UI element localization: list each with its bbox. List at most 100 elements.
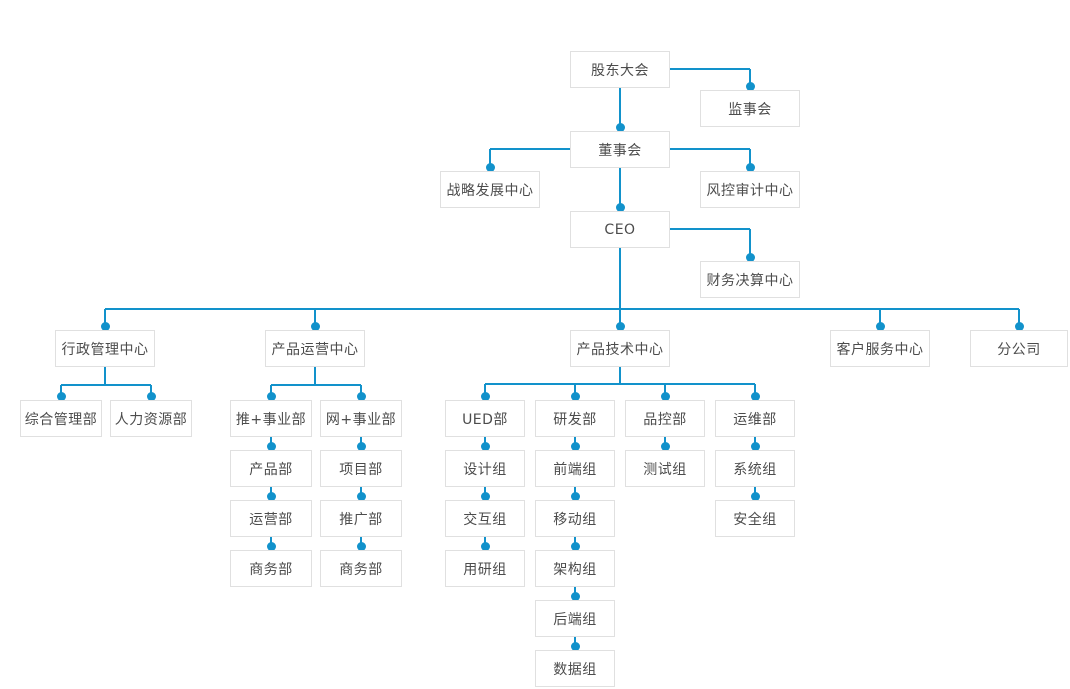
org-node-board[interactable]: 董事会 <box>570 131 670 168</box>
connector-line <box>574 384 576 396</box>
org-node-label: 战略发展中心 <box>446 182 534 199</box>
connector-line <box>485 383 755 385</box>
connector-endpoint-dot <box>100 321 110 331</box>
connector-endpoint-dot <box>745 81 755 91</box>
org-node-label: 品控部 <box>643 411 687 428</box>
org-node-label: 产品部 <box>249 461 293 478</box>
org-node-label: 架构组 <box>553 561 597 578</box>
connector-endpoint-dot <box>570 491 580 501</box>
connector-endpoint-dot <box>875 321 885 331</box>
org-node-label: 后端组 <box>553 611 597 628</box>
connector-endpoint-dot <box>480 491 490 501</box>
org-node-qc-dept[interactable]: 品控部 <box>625 400 705 437</box>
connector-line <box>61 384 151 386</box>
org-node-architecture-group[interactable]: 架构组 <box>535 550 615 587</box>
connector-endpoint-dot <box>356 491 366 501</box>
connector-endpoint-dot <box>266 391 276 401</box>
connector-endpoint-dot <box>745 252 755 262</box>
connector-line <box>104 309 106 326</box>
org-node-label: 设计组 <box>463 461 507 478</box>
org-node-label: 交互组 <box>463 511 507 528</box>
connector-endpoint-dot <box>660 441 670 451</box>
org-node-design-group[interactable]: 设计组 <box>445 450 525 487</box>
connector-endpoint-dot <box>266 491 276 501</box>
org-node-label: 人力资源部 <box>114 411 188 428</box>
org-node-strategy[interactable]: 战略发展中心 <box>440 171 540 208</box>
org-node-shareholders[interactable]: 股东大会 <box>570 51 670 88</box>
org-node-label: 运维部 <box>733 411 777 428</box>
org-node-frontend-group[interactable]: 前端组 <box>535 450 615 487</box>
org-node-wang-dept[interactable]: 网+事业部 <box>320 400 402 437</box>
connector-line <box>754 384 756 396</box>
org-node-om-dept[interactable]: 运维部 <box>715 400 795 437</box>
org-node-ued-dept[interactable]: UED部 <box>445 400 525 437</box>
org-node-hr-dept[interactable]: 人力资源部 <box>110 400 192 437</box>
connector-endpoint-dot <box>750 441 760 451</box>
org-node-backend-group[interactable]: 后端组 <box>535 600 615 637</box>
connector-endpoint-dot <box>1014 321 1024 331</box>
org-node-label: 董事会 <box>598 142 642 159</box>
connector-endpoint-dot <box>266 441 276 451</box>
org-node-label: 运营部 <box>249 511 293 528</box>
org-node-label: 测试组 <box>643 461 687 478</box>
org-node-business-dept-1[interactable]: 商务部 <box>230 550 312 587</box>
org-node-project-dept[interactable]: 项目部 <box>320 450 402 487</box>
org-node-testing-group[interactable]: 测试组 <box>625 450 705 487</box>
org-node-mobile-group[interactable]: 移动组 <box>535 500 615 537</box>
org-node-general-dept[interactable]: 综合管理部 <box>20 400 102 437</box>
connector-line <box>271 384 361 386</box>
org-node-label: 移动组 <box>553 511 597 528</box>
connector-endpoint-dot <box>615 122 625 132</box>
org-node-product-dept[interactable]: 产品部 <box>230 450 312 487</box>
org-node-label: 项目部 <box>339 461 383 478</box>
connector-line <box>664 384 666 396</box>
org-node-risk-audit[interactable]: 风控审计中心 <box>700 171 800 208</box>
connector-endpoint-dot <box>750 491 760 501</box>
org-node-label: 数据组 <box>553 661 597 678</box>
org-node-admin-center[interactable]: 行政管理中心 <box>55 330 155 367</box>
org-node-branch[interactable]: 分公司 <box>970 330 1068 367</box>
connector-line <box>484 384 486 396</box>
org-node-label: 商务部 <box>249 561 293 578</box>
org-node-ceo[interactable]: CEO <box>570 211 670 248</box>
connector-line <box>150 385 152 396</box>
org-node-label: 产品运营中心 <box>271 341 359 358</box>
connector-line <box>670 68 750 70</box>
org-node-finance[interactable]: 财务决算中心 <box>700 261 800 298</box>
org-node-research-group[interactable]: 用研组 <box>445 550 525 587</box>
org-node-label: 客户服务中心 <box>836 341 924 358</box>
org-node-label: 推+事业部 <box>235 411 307 428</box>
org-node-security-group[interactable]: 安全组 <box>715 500 795 537</box>
org-node-supervisory[interactable]: 监事会 <box>700 90 800 127</box>
org-node-label: 前端组 <box>553 461 597 478</box>
connector-line <box>749 149 751 167</box>
org-node-label: 监事会 <box>728 101 772 118</box>
org-node-tech-center[interactable]: 产品技术中心 <box>570 330 670 367</box>
org-node-label: 推广部 <box>339 511 383 528</box>
org-node-system-group[interactable]: 系统组 <box>715 450 795 487</box>
connector-endpoint-dot <box>356 391 366 401</box>
connector-line <box>749 69 751 86</box>
org-node-label: UED部 <box>462 411 508 428</box>
connector-endpoint-dot <box>266 541 276 551</box>
connector-line <box>619 248 621 326</box>
org-node-promotion-dept[interactable]: 推广部 <box>320 500 402 537</box>
connector-line <box>879 309 881 326</box>
connector-line <box>105 308 1019 310</box>
org-node-label: 风控审计中心 <box>706 182 794 199</box>
connector-endpoint-dot <box>570 391 580 401</box>
org-node-interaction-group[interactable]: 交互组 <box>445 500 525 537</box>
connector-endpoint-dot <box>615 321 625 331</box>
org-node-ops-center[interactable]: 产品运营中心 <box>265 330 365 367</box>
connector-line <box>314 309 316 326</box>
org-node-operation-dept[interactable]: 运营部 <box>230 500 312 537</box>
org-node-data-group[interactable]: 数据组 <box>535 650 615 687</box>
connector-endpoint-dot <box>570 591 580 601</box>
org-node-business-dept-2[interactable]: 商务部 <box>320 550 402 587</box>
org-node-label: 财务决算中心 <box>706 272 794 289</box>
connector-line <box>489 149 491 167</box>
org-node-tui-dept[interactable]: 推+事业部 <box>230 400 312 437</box>
org-node-rd-dept[interactable]: 研发部 <box>535 400 615 437</box>
connector-endpoint-dot <box>570 541 580 551</box>
org-node-service-center[interactable]: 客户服务中心 <box>830 330 930 367</box>
